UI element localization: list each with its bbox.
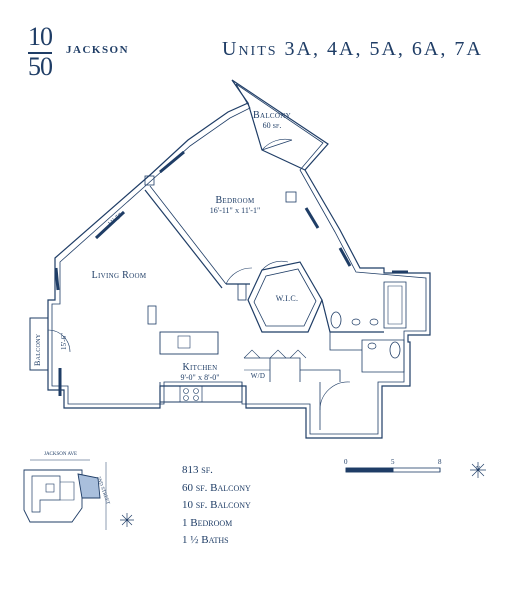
living-room-label: Living Room	[84, 270, 154, 281]
kitchen-label: Kitchen 9'-0" x 8'-0"	[168, 362, 232, 382]
kitchen-name: Kitchen	[182, 362, 218, 373]
logo-number-top: 10	[28, 22, 53, 51]
compass-north-icon: N	[476, 466, 481, 472]
kitchen-dim: 9'-0" x 8'-0"	[180, 373, 220, 382]
spec-bedrooms: 1 Bedroom	[182, 516, 233, 529]
spec-balcony-2: 10 sf. Balcony	[182, 499, 251, 511]
bedroom-name: Bedroom	[215, 195, 255, 206]
wd-label: W/D	[247, 372, 269, 380]
logo-number-bottom: 50	[28, 52, 53, 81]
balcony-side-name: Balcony	[33, 333, 42, 366]
balcony-top-name: Balcony	[253, 110, 291, 121]
scale-label-5: 5	[391, 458, 395, 466]
wic-label: W.I.C.	[272, 294, 302, 303]
wic-name: W.I.C.	[275, 294, 299, 303]
scale-label-8: 8	[438, 458, 442, 466]
bedroom-dim: 16'-11" x 11'-1"	[209, 206, 261, 215]
living-room-name: Living Room	[91, 270, 147, 281]
scale-label-0: 0	[344, 458, 348, 466]
unit-specs: 813 sf. 60 sf. Balcony 10 sf. Balcony 1 …	[182, 462, 251, 550]
living-dim-b: 15'-6"	[60, 333, 68, 350]
wd-name: W/D	[250, 372, 266, 380]
balcony-side-label: Balcony	[33, 334, 42, 366]
bedroom-label: Bedroom 16'-11" x 11'-1"	[190, 195, 280, 215]
balcony-top-dim: 60 sf.	[262, 121, 282, 130]
spec-area: 813 sf.	[182, 464, 213, 476]
keyplan-street-top: JACKSON AVE	[44, 452, 78, 457]
logo-name: JACKSON	[66, 44, 130, 56]
balcony-top-label: Balcony 60 sf.	[250, 110, 294, 130]
spec-balcony-1: 60 sf. Balcony	[182, 481, 251, 494]
spec-baths: 1 ½ Baths	[182, 534, 229, 546]
units-title: Units 3A, 4A, 5A, 6A, 7A	[222, 38, 483, 60]
